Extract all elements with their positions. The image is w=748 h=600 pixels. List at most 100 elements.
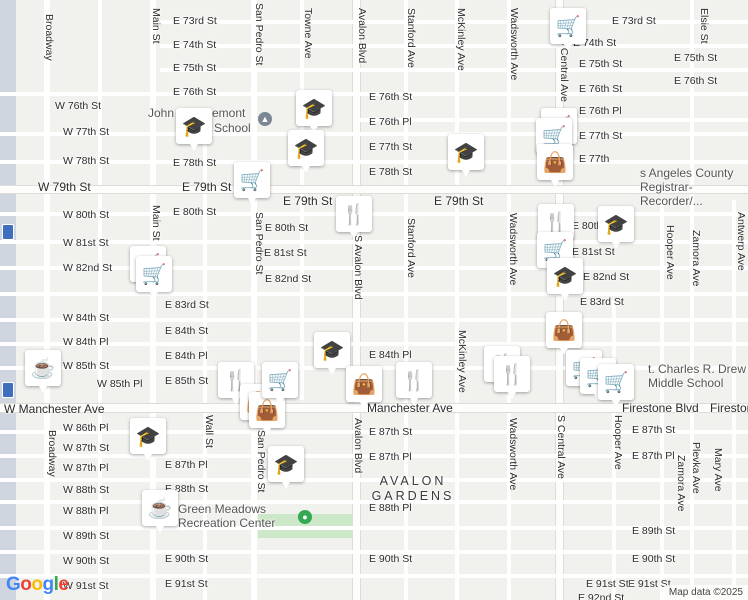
- street-label: E 76th Pl: [579, 105, 622, 117]
- road: [0, 478, 748, 482]
- school-pin-icon[interactable]: 🎓: [598, 206, 634, 249]
- street-label: W 79th St: [38, 180, 91, 194]
- street-label: Plevka Ave: [690, 442, 702, 494]
- street-label: E 90th St: [632, 553, 676, 565]
- road: [251, 0, 257, 600]
- shopping-cart-pin-icon[interactable]: 🛒: [234, 162, 270, 205]
- street-label: W 80th St: [63, 209, 110, 221]
- street-label: E 80th: [572, 220, 603, 232]
- street-label: Mary Ave: [712, 448, 724, 492]
- street-label: McKinley Ave: [456, 330, 468, 393]
- school-pin-icon[interactable]: 🎓: [288, 130, 324, 173]
- street-label: E 78th St: [173, 157, 217, 169]
- street-label: W 84th St: [63, 312, 110, 324]
- park-marker-icon[interactable]: ●: [298, 510, 312, 524]
- school-pin-icon[interactable]: 🎓: [448, 134, 484, 177]
- road: [0, 430, 748, 434]
- shopping-bag-pin-icon[interactable]: 👜: [537, 144, 573, 187]
- street-label: Stanford Ave: [405, 8, 417, 68]
- street-label: W 81st St: [63, 237, 109, 249]
- school-label-emont[interactable]: emont: [212, 106, 246, 120]
- street-label: E 87th Pl: [369, 451, 412, 463]
- shopping-bag-pin-icon[interactable]: 👜: [546, 312, 582, 355]
- street-label: E 78th St: [369, 166, 413, 178]
- shopping-cart-pin-icon[interactable]: 🛒: [262, 362, 298, 405]
- street-label: E 73rd St: [612, 15, 656, 27]
- street-label: E 82nd St: [265, 273, 312, 285]
- street-label: Hooper Ave: [664, 225, 676, 280]
- freeway-shield: [2, 382, 14, 398]
- map-attribution[interactable]: Map data ©2025: [663, 585, 748, 600]
- school-pin-icon[interactable]: 🎓: [547, 258, 583, 301]
- restaurant-pin-icon[interactable]: 🍴: [494, 356, 530, 399]
- road: [455, 0, 459, 600]
- street-label: E 87th Pl: [165, 459, 208, 471]
- shopping-cart-pin-icon[interactable]: 🛒: [598, 364, 634, 407]
- park-label[interactable]: Green Meadows Recreation Center: [178, 502, 276, 530]
- shopping-cart-pin-icon[interactable]: 🛒: [550, 8, 586, 51]
- street-label: Antwerp Ave: [735, 212, 747, 271]
- cafe-pin-icon[interactable]: ☕: [142, 490, 178, 533]
- school-pin-icon[interactable]: 🎓: [314, 332, 350, 375]
- street-label: Elsie St: [698, 8, 710, 44]
- drew-school-label[interactable]: t. Charles R. Drew Middle School: [648, 362, 747, 390]
- street-label: E 79th St: [283, 194, 333, 208]
- street-label: Main St: [150, 8, 162, 44]
- street-label: E 79th St: [434, 194, 484, 208]
- restaurant-pin-icon[interactable]: 🍴: [218, 362, 254, 405]
- street-label: E 77th: [579, 153, 610, 165]
- school-label-john[interactable]: John: [148, 106, 175, 120]
- street-label: E 87th Pl: [632, 450, 675, 462]
- school-pin-icon[interactable]: 🎓: [176, 108, 212, 151]
- street-label: W 87th Pl: [63, 462, 109, 474]
- road: [0, 212, 748, 216]
- street-label: Broadway: [46, 430, 58, 477]
- street-label: E 75th St: [579, 58, 623, 70]
- street-label: E 82nd St: [583, 271, 630, 283]
- road: [0, 526, 748, 530]
- school-pin-icon[interactable]: 🎓: [268, 446, 304, 489]
- street-label: E 88th Pl: [369, 502, 412, 514]
- street-label: W 82nd St: [63, 262, 113, 274]
- street-label: Wadsworth Ave: [508, 8, 520, 81]
- street-label: E 91st St: [165, 578, 208, 590]
- street-label: E 84th Pl: [165, 350, 208, 362]
- shopping-bag-pin-icon[interactable]: 👜: [346, 366, 382, 409]
- county-registrar-label[interactable]: s Angeles County Registrar-Recorder/...: [640, 166, 734, 208]
- freeway-shield: [2, 224, 14, 240]
- restaurant-pin-icon[interactable]: 🍴: [396, 362, 432, 405]
- road: [732, 200, 736, 600]
- street-label: Manchester Ave: [367, 401, 453, 415]
- street-label: S Avalon Blvd: [352, 235, 364, 300]
- street-label: W 77th St: [63, 126, 110, 138]
- street-label: Zamora Ave: [690, 230, 702, 287]
- road: [353, 0, 360, 600]
- street-label: Firestone: [710, 401, 748, 415]
- street-label: S Central Ave: [555, 415, 567, 480]
- road: [660, 200, 664, 600]
- road: [160, 20, 748, 24]
- school-pin-icon[interactable]: 🎓: [296, 90, 332, 133]
- street-label: E 80th St: [265, 222, 309, 234]
- restaurant-pin-icon[interactable]: 🍴: [336, 196, 372, 239]
- road: [160, 44, 748, 48]
- school-pin-icon[interactable]: 🎓: [130, 418, 166, 461]
- street-label: W 88th St: [63, 484, 110, 496]
- shopping-cart-pin-icon[interactable]: 🛒: [136, 256, 172, 299]
- shopping-bag-pin-icon[interactable]: 👜: [249, 392, 285, 435]
- street-label: Stanford Ave: [405, 218, 417, 278]
- freeway: [0, 0, 16, 600]
- street-label: E 83rd St: [165, 299, 209, 311]
- school-label-school[interactable]: School: [214, 121, 251, 135]
- street-label: Zamora Ave: [675, 455, 687, 512]
- cafe-pin-icon[interactable]: ☕: [25, 350, 61, 393]
- street-label: E 87th St: [369, 426, 413, 438]
- road: [0, 266, 748, 270]
- street-label: W 76th St: [55, 100, 102, 112]
- road: [44, 0, 50, 600]
- street-label: W 88th Pl: [63, 505, 109, 517]
- street-label: E 84th St: [165, 325, 209, 337]
- street-label: E 91st St: [628, 578, 671, 590]
- school-marker-icon[interactable]: ▲: [258, 112, 272, 126]
